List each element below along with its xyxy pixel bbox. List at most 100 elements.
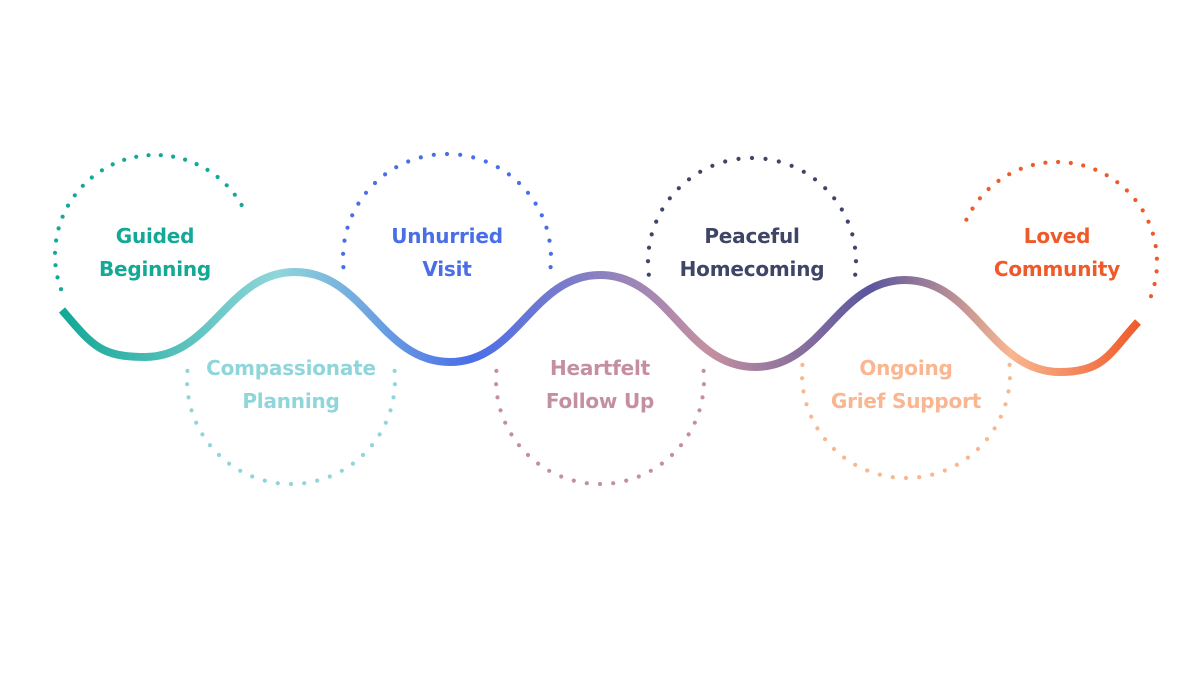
- arc-dot: [789, 163, 794, 168]
- arc-dot: [516, 180, 522, 186]
- stage-label-line2: Beginning: [98, 257, 212, 281]
- arc-dot: [1104, 173, 1109, 178]
- arc-dot: [842, 455, 847, 460]
- arc-dot: [360, 452, 366, 458]
- arc-dot: [516, 443, 522, 448]
- arc-dot: [548, 265, 553, 270]
- arc-dot: [954, 462, 959, 467]
- arc-dot: [471, 155, 476, 160]
- arc-dot: [392, 382, 397, 387]
- stage-label-line1: Heartfelt: [549, 356, 651, 380]
- arc-dot: [356, 201, 361, 206]
- arc-dot: [1115, 180, 1120, 185]
- arc-dot: [845, 219, 850, 224]
- arc-dot: [970, 206, 975, 211]
- arc-dot: [392, 368, 397, 373]
- stage-label-line2: Homecoming: [679, 257, 825, 281]
- arc-dot: [315, 478, 320, 483]
- arc-dot: [917, 475, 922, 480]
- arc-dot: [698, 169, 703, 174]
- arc-dot: [350, 213, 355, 218]
- arc-dot: [624, 478, 629, 483]
- arc-dot: [736, 156, 741, 161]
- arc-dot: [942, 468, 947, 473]
- arc-dot: [697, 408, 702, 413]
- arc-dot: [890, 475, 895, 480]
- arc-dot: [146, 153, 151, 158]
- arc-dot: [342, 238, 347, 243]
- stage-label-line2: Follow Up: [545, 389, 655, 413]
- arc-dot: [189, 408, 194, 413]
- arc-dot: [964, 217, 969, 222]
- arc-dot: [383, 420, 388, 425]
- arc-dot: [749, 155, 755, 161]
- arc-dot: [996, 178, 1001, 183]
- arc-dot: [667, 196, 672, 201]
- arc-dot: [275, 481, 280, 486]
- arc-dot: [99, 168, 104, 173]
- arc-dot: [559, 474, 564, 479]
- arc-dot: [394, 165, 399, 170]
- arc-dot: [288, 481, 294, 487]
- arc-dot: [72, 193, 77, 198]
- arc-dot: [648, 468, 653, 473]
- arc-dot: [686, 177, 692, 182]
- arc-dot: [89, 175, 94, 180]
- arc-dot: [262, 478, 267, 483]
- arc-dot: [800, 376, 805, 381]
- arc-dot: [494, 368, 499, 373]
- arc-dot: [56, 226, 61, 231]
- stage-label-line2: Grief Support: [830, 389, 982, 413]
- arc-dot: [853, 462, 858, 467]
- arc-dot: [646, 245, 652, 250]
- arc-dot: [801, 169, 806, 174]
- arc-dot: [831, 446, 837, 452]
- arc-dot: [853, 272, 858, 277]
- arc-dot: [701, 368, 706, 373]
- arc-dot: [495, 165, 500, 170]
- arc-dot: [571, 478, 576, 483]
- arc-dot: [1150, 231, 1155, 236]
- arc-dot: [1018, 166, 1023, 171]
- arc-dot: [992, 426, 997, 431]
- arc-dot: [850, 232, 855, 237]
- arc-dot: [853, 259, 859, 264]
- arc-dot: [776, 159, 781, 164]
- arc-dot: [977, 196, 983, 201]
- dotted-arc-heartfelt-follow-up: [494, 368, 707, 487]
- dotted-arc-guided-beginning: [52, 153, 244, 292]
- arc-dot: [224, 183, 229, 188]
- arc-dot: [1152, 281, 1157, 287]
- arc-dot: [302, 481, 307, 486]
- arc-dot: [975, 446, 981, 452]
- stage-label-line2: Planning: [242, 389, 340, 413]
- arc-dot: [547, 468, 552, 473]
- arc-dot: [1124, 188, 1129, 193]
- arc-dot: [498, 408, 503, 413]
- arc-dot: [536, 461, 541, 466]
- arc-dot: [839, 207, 844, 212]
- arc-dot: [822, 437, 828, 442]
- arc-dot: [60, 214, 65, 219]
- arc-dot: [998, 414, 1003, 419]
- arc-dot: [186, 395, 191, 400]
- arc-dot: [345, 225, 350, 230]
- arc-dot: [372, 180, 378, 186]
- arc-dot: [1006, 389, 1011, 394]
- arc-dot: [110, 162, 115, 167]
- arc-dot: [986, 186, 991, 192]
- arc-dot: [903, 475, 909, 481]
- arc-dot: [239, 202, 244, 208]
- dotted-arc-loved-community: [964, 159, 1159, 299]
- arc-dot: [171, 154, 176, 159]
- arc-dot: [185, 368, 190, 373]
- arc-dot: [391, 395, 396, 400]
- arc-dot: [1153, 244, 1158, 249]
- arc-dot: [194, 162, 199, 167]
- arc-dot: [52, 250, 58, 255]
- stage-label-line1: Guided: [115, 224, 195, 248]
